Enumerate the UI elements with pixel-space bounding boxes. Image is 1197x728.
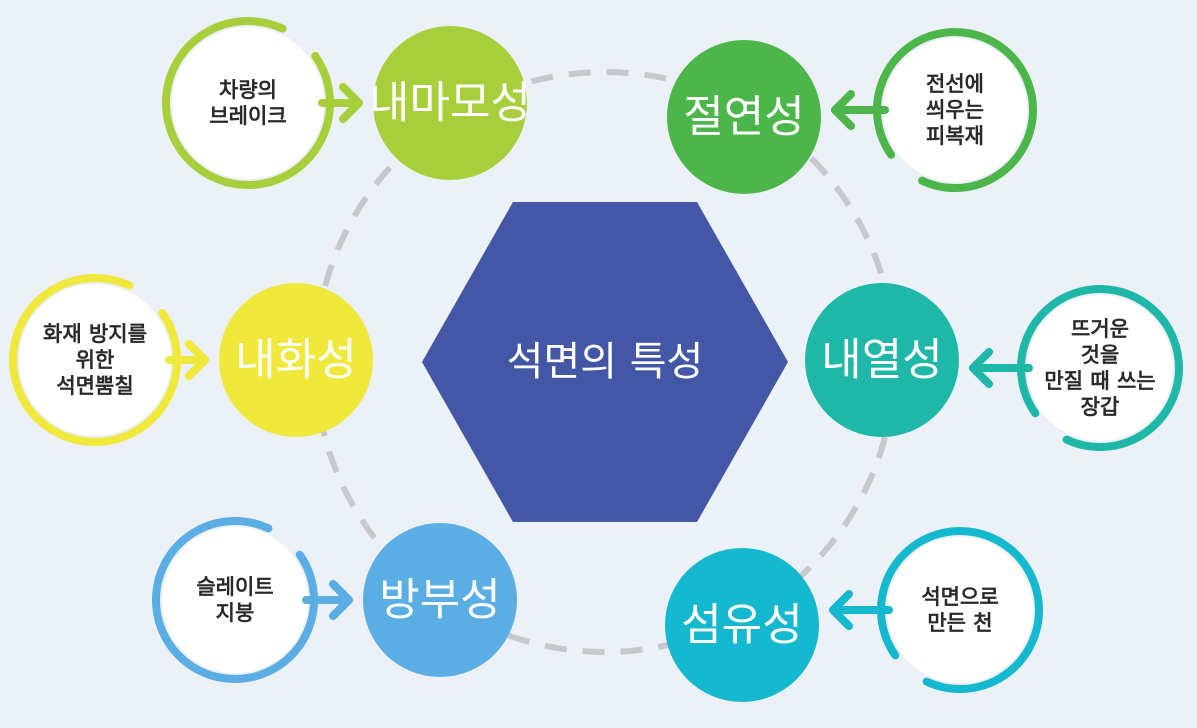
example-text-line: 뜨거운 [1071, 317, 1129, 341]
property-node-fire: 내화성 [219, 283, 373, 437]
property-circle [373, 26, 527, 180]
example-text-line: 지붕 [216, 601, 255, 625]
arrow-head-icon [831, 90, 855, 130]
property-circle [363, 523, 517, 677]
example-text-line: 브레이크 [209, 104, 286, 128]
property-label: 섬유성 [681, 600, 802, 651]
example-text-line: 만든 천 [927, 611, 992, 635]
arrow-head-icon [329, 580, 353, 620]
example-text-line: 씌우는 [926, 98, 984, 122]
example-text-line: 석면뿜칠 [56, 374, 133, 398]
property-node-heat: 내열성 [805, 283, 959, 437]
example-text-line: 차량의 [219, 78, 277, 102]
example-text-line: 슬레이트 [196, 575, 273, 599]
property-label: 절연성 [683, 92, 804, 143]
arrow-head-icon [185, 340, 209, 380]
example-arc [9, 274, 181, 446]
center-hexagon [422, 202, 788, 522]
example-circle [172, 27, 324, 179]
property-node-insulation: 절연성 [667, 40, 821, 194]
property-node-corrosion: 방부성 [363, 523, 517, 677]
property-circle [665, 548, 819, 702]
example-text-line: 전선에 [926, 72, 984, 96]
example-circle [1027, 295, 1173, 441]
property-label: 내마모성 [369, 78, 531, 129]
center-title: 석면의 특성 [507, 339, 704, 385]
example-arc [152, 517, 318, 683]
center-layer: 석면의 특성 [422, 202, 788, 522]
example-text-line: 화재 방지를 [43, 322, 147, 346]
property-circle [805, 283, 959, 437]
example-circle [883, 38, 1027, 182]
example-circle [162, 527, 308, 673]
example-text-line: 피복재 [926, 124, 984, 148]
property-label: 방부성 [379, 575, 500, 626]
example-arc [877, 527, 1043, 693]
example-arc [162, 17, 334, 189]
property-node-fiber: 섬유성 [665, 548, 819, 702]
example-text-line: 것을 [1081, 343, 1120, 367]
example-text-line: 위한 [76, 348, 115, 372]
arrow-head-icon [339, 83, 363, 123]
arrow-head-icon [969, 348, 993, 388]
property-label: 내열성 [821, 335, 942, 386]
arrow-head-icon [829, 590, 853, 630]
example-text-line: 장갑 [1081, 395, 1120, 419]
property-circle [219, 283, 373, 437]
example-text-line: 석면으로 [921, 585, 998, 609]
example-circle [887, 537, 1033, 683]
property-circle [667, 40, 821, 194]
property-node-wear: 내마모성 [369, 26, 531, 180]
example-arc [873, 28, 1037, 192]
example-arc [1017, 285, 1183, 451]
example-text-line: 만질 때 쓰는 [1044, 369, 1155, 393]
example-circle [19, 284, 171, 436]
property-label: 내화성 [235, 335, 356, 386]
